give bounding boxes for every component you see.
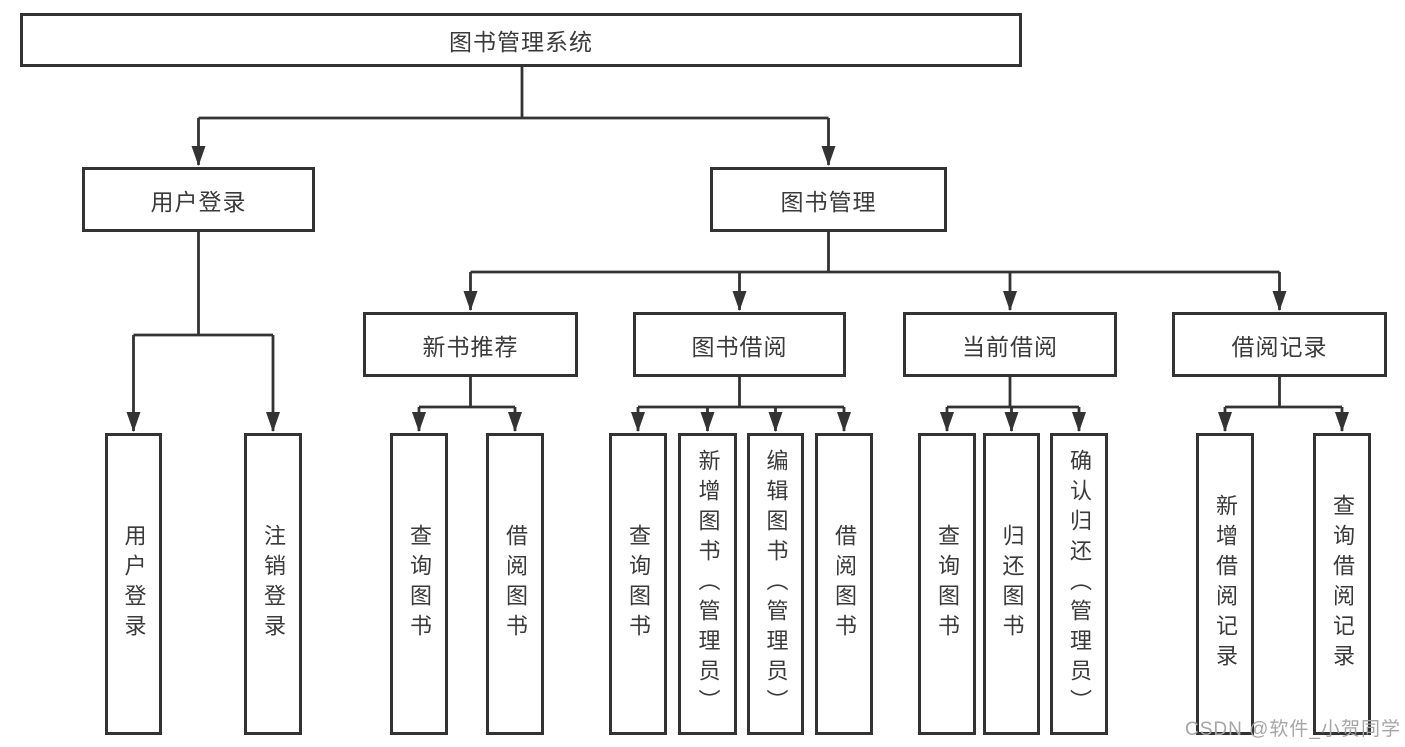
connector-currentborrow-to-leaves — [940, 377, 1086, 432]
node-new-book-rec-label: 新书推荐 — [422, 333, 519, 360]
leaf-bb-borrow-book-label: 借阅图书 — [832, 524, 857, 644]
leaf-cb-return-book: 归还图书 — [983, 433, 1040, 735]
leaf-bb-query-book-label: 查询图书 — [626, 524, 651, 644]
leaf-bb-query-book: 查询图书 — [609, 433, 667, 735]
node-current-borrow: 当前借阅 — [903, 312, 1117, 377]
leaf-rec-borrow-book-label: 借阅图书 — [503, 524, 528, 644]
connector-borrowrecord-to-leaves — [1218, 377, 1349, 432]
leaf-user-login: 用户登录 — [105, 433, 162, 735]
node-root-label: 图书管理系统 — [449, 29, 593, 55]
connector-bookborrow-to-leaves — [631, 377, 851, 432]
leaf-logout: 注销登录 — [244, 433, 302, 735]
leaf-cb-query-book: 查询图书 — [918, 433, 976, 735]
leaf-cb-return-book-label: 归还图书 — [999, 524, 1025, 644]
leaf-br-query-record-label: 查询借阅记录 — [1330, 494, 1355, 674]
connector-userlogin-to-leaves — [126, 232, 280, 432]
leaf-br-query-record: 查询借阅记录 — [1313, 433, 1371, 735]
leaf-bb-edit-book: 编辑图书（管理员） — [747, 433, 804, 735]
node-user-login-label: 用户登录 — [150, 188, 247, 215]
node-new-book-rec: 新书推荐 — [363, 312, 578, 377]
node-book-mgmt: 图书管理 — [710, 167, 947, 232]
leaf-bb-add-book-label: 新增图书（管理员） — [695, 449, 721, 719]
leaf-bb-borrow-book: 借阅图书 — [815, 433, 873, 735]
leaf-rec-query-book: 查询图书 — [390, 433, 448, 735]
csdn-watermark: CSDN @软件_小贺同学 — [1185, 719, 1401, 740]
node-current-borrow-label: 当前借阅 — [962, 333, 1058, 360]
node-book-borrow: 图书借阅 — [633, 312, 846, 377]
leaf-cb-confirm-return-label: 确认归还（管理员） — [1067, 449, 1092, 719]
node-book-mgmt-label: 图书管理 — [780, 188, 877, 215]
node-root: 图书管理系统 — [20, 13, 1022, 67]
leaf-br-add-record-label: 新增借阅记录 — [1213, 494, 1238, 674]
leaf-user-login-label: 用户登录 — [121, 524, 147, 644]
connector-root-to-level2 — [191, 67, 836, 166]
leaf-cb-confirm-return: 确认归还（管理员） — [1050, 433, 1108, 735]
node-book-borrow-label: 图书借阅 — [691, 333, 788, 360]
leaf-br-add-record: 新增借阅记录 — [1196, 433, 1254, 735]
node-borrow-record-label: 借阅记录 — [1231, 333, 1328, 360]
leaf-bb-edit-book-label: 编辑图书（管理员） — [763, 449, 789, 719]
leaf-cb-query-book-label: 查询图书 — [935, 524, 960, 644]
connector-newbookrec-to-leaves — [412, 377, 522, 432]
leaf-logout-label: 注销登录 — [261, 524, 286, 644]
connector-bookmgmt-to-level3 — [463, 232, 1287, 311]
node-borrow-record: 借阅记录 — [1172, 312, 1387, 377]
leaf-bb-add-book: 新增图书（管理员） — [678, 433, 737, 735]
leaf-rec-query-book-label: 查询图书 — [407, 524, 432, 644]
leaf-rec-borrow-book: 借阅图书 — [486, 433, 544, 735]
node-user-login: 用户登录 — [82, 167, 315, 232]
